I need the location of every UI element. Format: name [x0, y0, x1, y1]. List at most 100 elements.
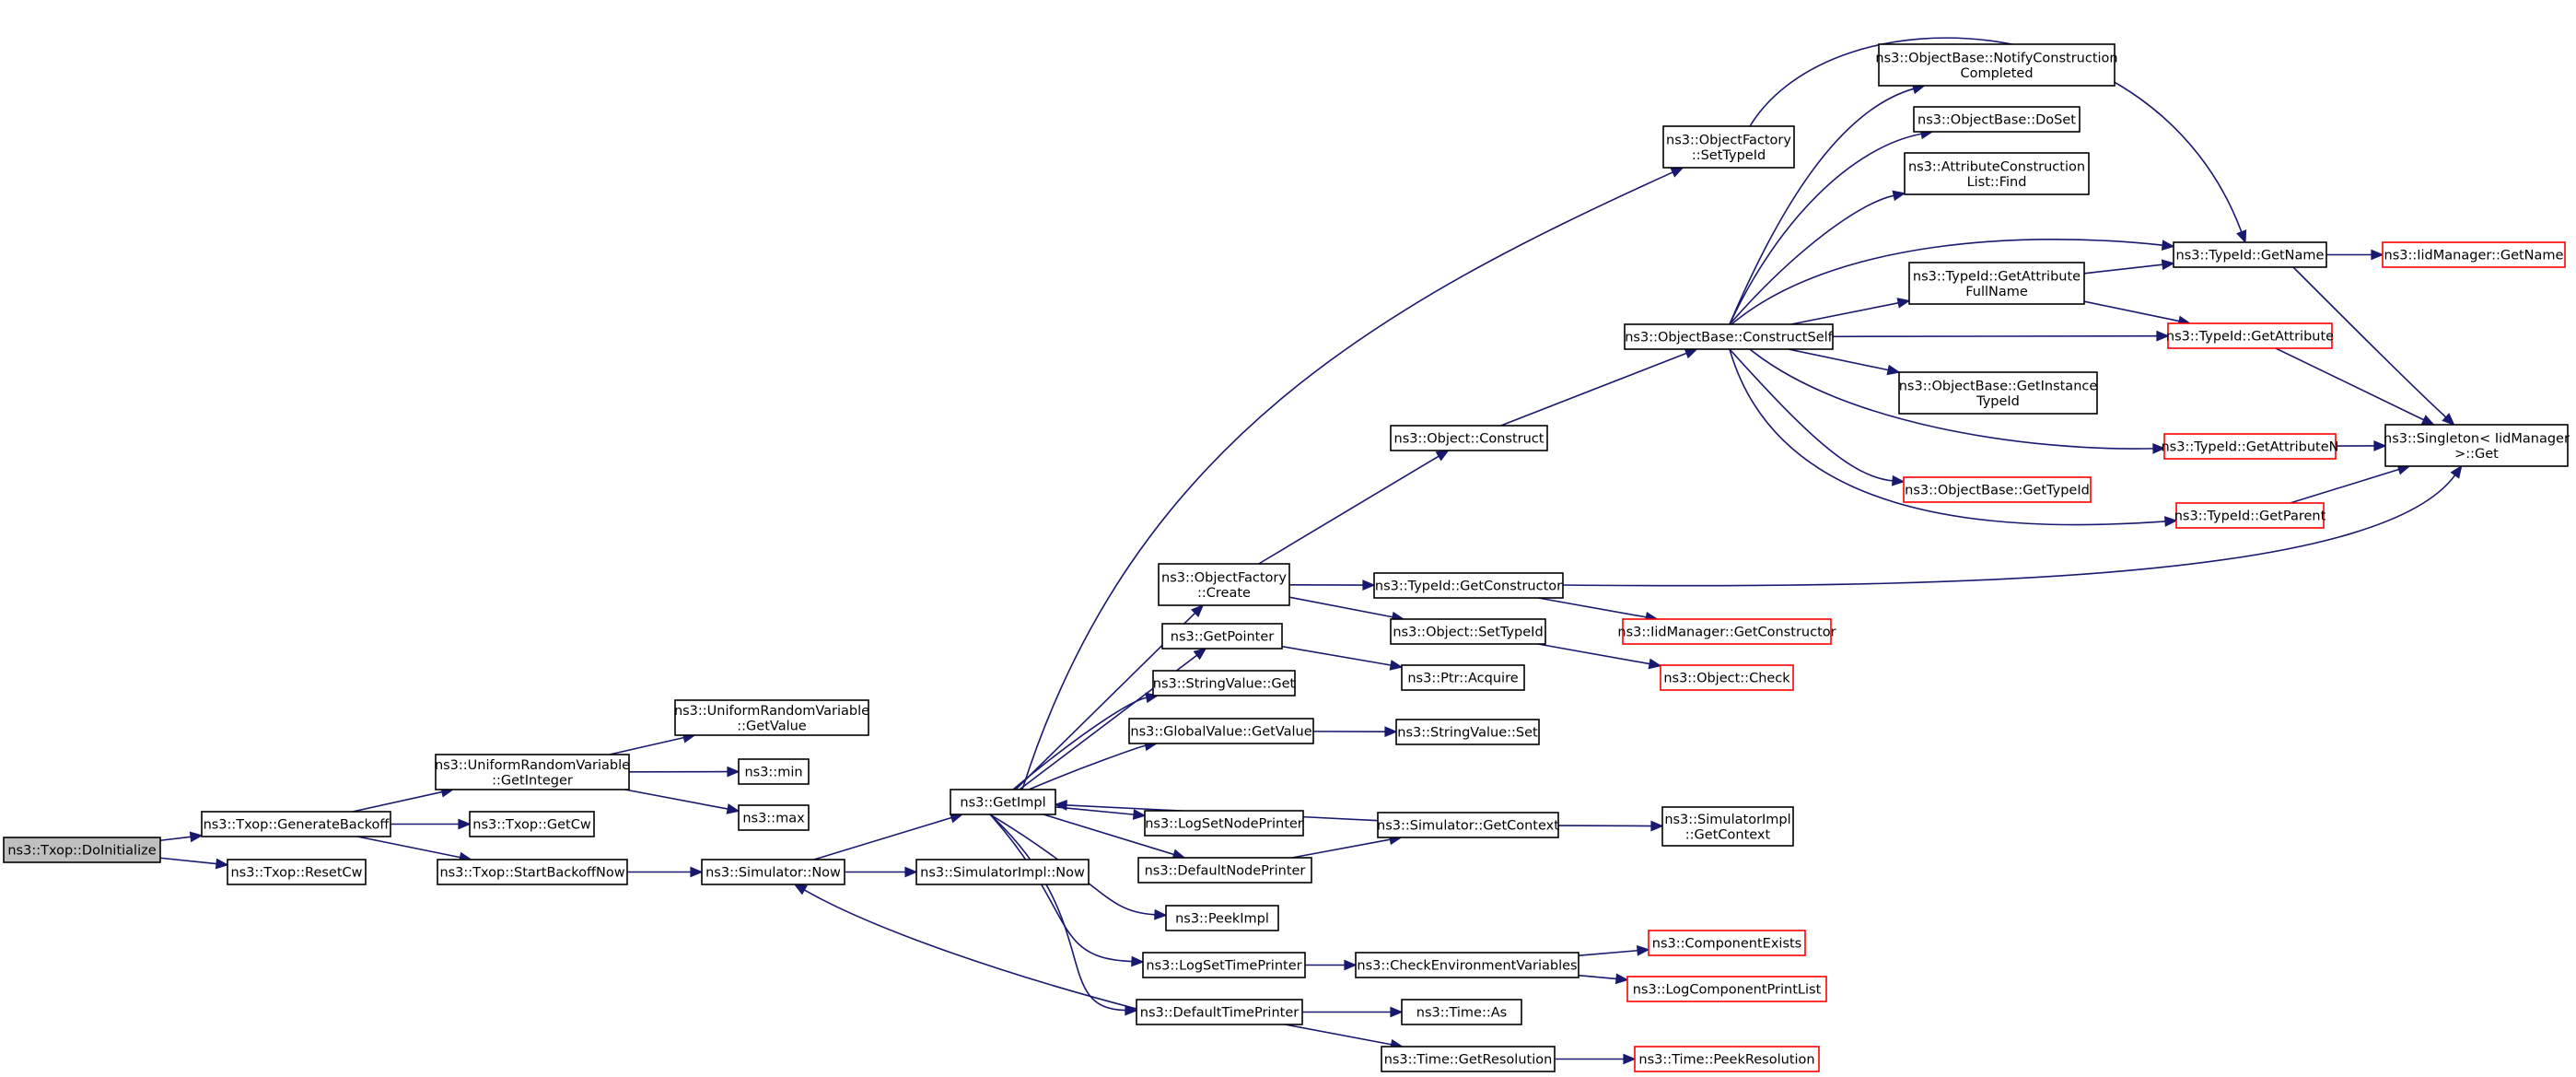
node-label: ns3::LogComponentPrintList — [1633, 983, 1822, 998]
node-n45[interactable]: ns3::TypeId::GetAttribute — [2166, 322, 2334, 349]
edge-n44-to-n49 — [2292, 266, 2455, 427]
node-n22[interactable]: ns3::Object::Construct — [1390, 425, 1548, 451]
node-box — [701, 859, 845, 885]
node-n16[interactable]: ns3::GlobalValue::GetValue — [1128, 718, 1314, 744]
edge-line — [1288, 596, 1393, 618]
node-n37[interactable]: ns3::Time::PeekResolution — [1634, 1046, 1820, 1072]
edge-n3-to-n8 — [624, 789, 740, 814]
edge-arrowhead — [189, 831, 204, 843]
node-n5[interactable]: ns3::Txop::StartBackoffNow — [437, 859, 628, 885]
node-n34[interactable]: ns3::SimulatorImpl::GetContext — [1661, 806, 1794, 847]
node-n39[interactable]: ns3::ObjectBase::DoSet — [1913, 106, 2081, 133]
node-n6[interactable]: ns3::UniformRandomVariable::GetValue — [674, 699, 869, 736]
node-label: ns3::ObjectBase::DoSet — [1917, 113, 2076, 128]
node-label: ns3::StringValue::Get — [1153, 677, 1296, 692]
edge-n16-to-n26 — [1312, 726, 1398, 738]
node-n30[interactable]: ns3::Time::GetResolution — [1381, 1046, 1556, 1072]
node-n10[interactable]: ns3::GetImpl — [950, 789, 1056, 815]
node-n11[interactable]: ns3::SimulatorImpl::Now — [915, 859, 1090, 885]
edge-line — [1749, 37, 2243, 233]
node-n48[interactable]: ns3::IidManager::GetName — [2382, 241, 2566, 268]
node-n18[interactable]: ns3::DefaultNodePrinter — [1137, 857, 1312, 884]
edge-arrowhead — [1648, 658, 1662, 670]
node-n27[interactable]: ns3::Simulator::GetContext — [1377, 812, 1559, 838]
node-n9[interactable]: ns3::Simulator::Now — [701, 859, 845, 885]
node-n8[interactable]: ns3::max — [738, 804, 810, 831]
node-n36[interactable]: ns3::LogComponentPrintList — [1626, 976, 1827, 1002]
edge-n23-to-n49 — [1562, 464, 2463, 587]
edge-arrowhead — [2442, 413, 2455, 427]
edge-n10-to-n19 — [989, 814, 1168, 920]
node-box — [1660, 664, 1794, 691]
node-n35[interactable]: ns3::ComponentExists — [1648, 930, 1806, 956]
node-n33[interactable]: ns3::Object::Check — [1660, 664, 1794, 691]
node-n46[interactable]: ns3::TypeId::GetAttributeN — [2161, 433, 2339, 460]
node-n0[interactable]: ns3::Txop::DoInitialize — [3, 837, 161, 863]
node-label: ns3::ObjectBase::GetTypeId — [1905, 484, 2090, 498]
node-box — [227, 859, 367, 885]
edge-n28-to-n36 — [1578, 973, 1629, 985]
node-n23[interactable]: ns3::TypeId::GetConstructor — [1373, 572, 1564, 599]
node-box — [1136, 999, 1303, 1025]
node-n19[interactable]: ns3::PeekImpl — [1165, 905, 1279, 931]
node-box — [674, 699, 869, 736]
node-n49[interactable]: ns3::Singleton< IidManager >::Get — [2384, 424, 2570, 467]
edge-n13-to-n24 — [1288, 596, 1405, 623]
edge-line — [1578, 974, 1617, 980]
node-n31[interactable]: ns3::ObjectBase::ConstructSelf — [1624, 323, 1834, 350]
edge-arrowhead — [1131, 955, 1145, 967]
node-n12[interactable]: ns3::ObjectFactory::SetTypeId — [1662, 125, 1795, 169]
node-label: ns3::Txop::StartBackoffNow — [439, 866, 624, 881]
node-n1[interactable]: ns3::Txop::GenerateBackoff — [201, 811, 391, 837]
node-n29[interactable]: ns3::Time::As — [1401, 999, 1522, 1025]
edge-arrowhead — [1384, 726, 1398, 738]
edge-n47-to-n49 — [2290, 464, 2411, 504]
node-n13[interactable]: ns3::ObjectFactory::Create — [1158, 563, 1290, 606]
node-n26[interactable]: ns3::StringValue::Set — [1395, 719, 1540, 745]
node-box — [738, 804, 810, 831]
edge-n13-to-n22 — [1258, 450, 1450, 565]
node-n47[interactable]: ns3::TypeId::GetParent — [2174, 502, 2326, 529]
node-n7[interactable]: ns3::min — [738, 758, 810, 785]
edge-line — [803, 889, 1137, 1010]
node-n25[interactable]: ns3::Ptr::Acquire — [1401, 664, 1525, 691]
node-n17[interactable]: ns3::LogSetNodePrinter — [1144, 810, 1304, 837]
node-label: >::Get — [2454, 447, 2499, 462]
edge-n46-to-n49 — [2335, 440, 2387, 451]
edge-line — [2292, 266, 2447, 418]
node-n24[interactable]: ns3::Object::SetTypeId — [1390, 618, 1546, 645]
edge-arrowhead — [2161, 259, 2175, 271]
node-label: ns3::SimulatorImpl::Now — [920, 866, 1085, 881]
edge-line — [1043, 814, 1174, 856]
node-n4[interactable]: ns3::Txop::GetCw — [469, 811, 595, 837]
node-n14[interactable]: ns3::GetPointer — [1161, 623, 1283, 650]
node-n20[interactable]: ns3::LogSetTimePrinter — [1142, 952, 1306, 978]
node-box — [738, 758, 810, 785]
edge-n12-to-n44 — [1749, 37, 2247, 244]
node-n2[interactable]: ns3::Txop::ResetCw — [227, 859, 367, 885]
node-n44[interactable]: ns3::TypeId::GetName — [2173, 241, 2327, 268]
edge-line — [1055, 806, 1135, 815]
edge-line — [1729, 133, 1922, 325]
node-n3[interactable]: ns3::UniformRandomVariable::GetInteger — [435, 754, 630, 790]
node-label: ns3::LogSetTimePrinter — [1146, 959, 1301, 974]
node-label: ns3::DefaultTimePrinter — [1140, 1006, 1299, 1021]
edge-line — [989, 814, 1156, 916]
node-n15[interactable]: ns3::StringValue::Get — [1152, 670, 1296, 697]
node-label: ns3::Time::PeekResolution — [1638, 1053, 1814, 1068]
node-box — [1401, 664, 1525, 691]
edge-arrowhead — [2420, 415, 2435, 426]
node-n43[interactable]: ns3::ObjectBase::GetTypeId — [1903, 476, 2092, 503]
node-box — [437, 859, 628, 885]
node-n38[interactable]: ns3::ObjectBase::NotifyConstructionCompl… — [1875, 43, 2118, 87]
node-n28[interactable]: ns3::CheckEnvironmentVariables — [1355, 952, 1579, 978]
edge-line — [159, 836, 192, 842]
edge-arrowhead — [726, 803, 740, 814]
node-n32[interactable]: ns3::IidManager::GetConstructor — [1617, 618, 1836, 645]
node-label: ns3::TypeId::GetName — [2176, 249, 2325, 263]
edge-line — [1291, 838, 1391, 859]
node-n21[interactable]: ns3::DefaultTimePrinter — [1136, 999, 1303, 1025]
